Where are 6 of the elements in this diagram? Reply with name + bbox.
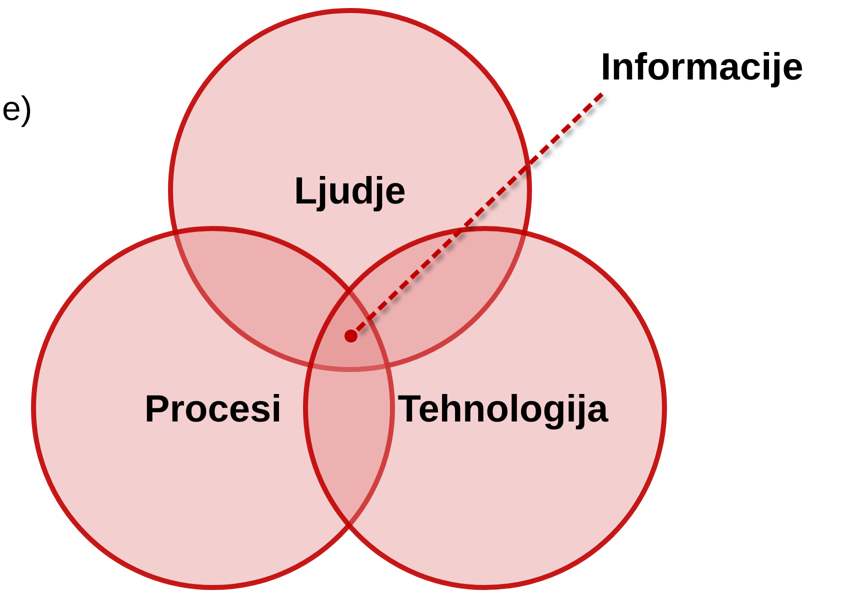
callout-label: Informacije: [600, 46, 804, 90]
cut-off-text: e): [2, 90, 32, 129]
circle-label: Procesi: [144, 388, 282, 432]
leader-line: [354, 92, 604, 333]
circle-label: Tehnologija: [398, 388, 608, 432]
circle-label: Ljudje: [294, 170, 406, 214]
